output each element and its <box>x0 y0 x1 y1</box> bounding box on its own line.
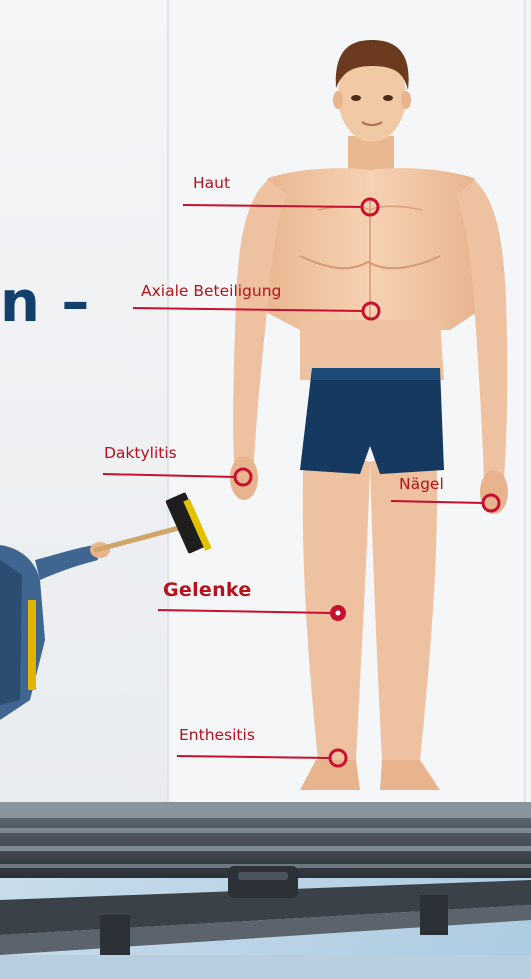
label-enthesitis: Enthesitis <box>179 728 255 744</box>
label-daktylitis: Daktylitis <box>104 446 177 462</box>
label-axiale-beteiligung: Axiale Beteiligung <box>141 284 281 300</box>
label-naegel: Nägel <box>399 477 444 493</box>
headline-fragment: n – <box>0 275 90 331</box>
label-gelenke: Gelenke <box>163 581 252 600</box>
label-haut: Haut <box>193 176 230 192</box>
